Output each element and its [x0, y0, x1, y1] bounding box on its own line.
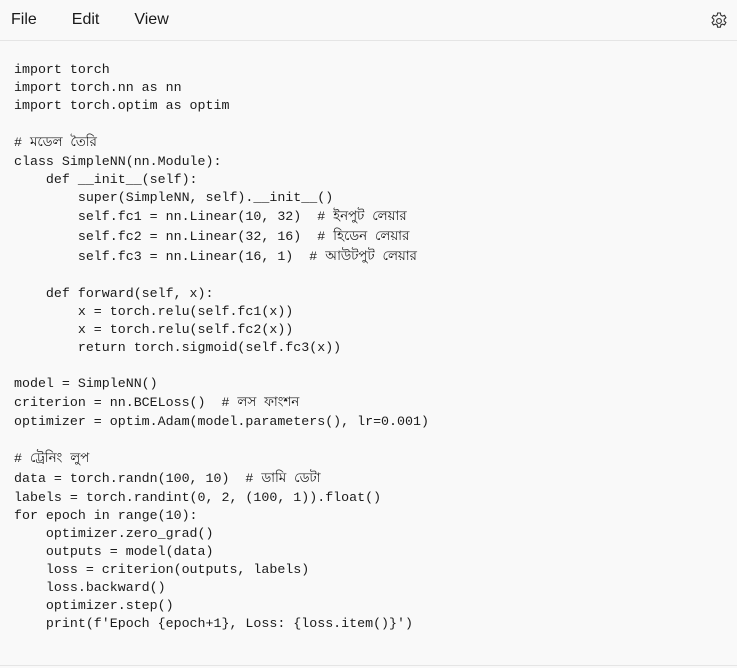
code-line: optimizer = optim.Adam(model.parameters(… [14, 414, 429, 429]
code-line: data = torch.randn(100, 10) # ডামি ডেটা [14, 471, 321, 486]
code-line: criterion = nn.BCELoss() # লস ফাংশন [14, 395, 300, 410]
code-line: optimizer.zero_grad() [14, 526, 214, 541]
code-line: self.fc1 = nn.Linear(10, 32) # ইনপুট লেয… [14, 209, 407, 224]
code-line: loss = criterion(outputs, labels) [14, 562, 310, 577]
code-line: loss.backward() [14, 580, 166, 595]
code-line [14, 431, 737, 449]
code-line: super(SimpleNN, self).__init__() [14, 190, 334, 205]
code-line: self.fc2 = nn.Linear(32, 16) # হিডেন লেয… [14, 229, 410, 244]
code-line: x = torch.relu(self.fc1(x)) [14, 304, 294, 319]
code-line: import torch.optim as optim [14, 98, 230, 113]
menu-file[interactable]: File [11, 11, 37, 28]
menu-view[interactable]: View [134, 11, 169, 28]
code-line: # ট্রেনিং লুপ [14, 451, 90, 466]
menu-edit[interactable]: Edit [71, 11, 100, 28]
code-line: return torch.sigmoid(self.fc3(x)) [14, 340, 342, 355]
code-line: x = torch.relu(self.fc2(x)) [14, 322, 294, 337]
code-line [14, 115, 737, 133]
code-line: import torch.nn as nn [14, 80, 182, 95]
text-editor[interactable]: import torch import torch.nn as nn import … [14, 61, 737, 633]
code-line [14, 267, 737, 285]
code-line: import torch [14, 62, 110, 77]
code-line: labels = torch.randint(0, 2, (100, 1)).f… [14, 490, 382, 505]
code-line: def forward(self, x): [14, 286, 214, 301]
code-line: for epoch in range(10): [14, 508, 198, 523]
code-line: # মডেল তৈরি [14, 135, 97, 150]
code-line: self.fc3 = nn.Linear(16, 1) # আউটপুট লেয… [14, 249, 417, 264]
code-line [14, 357, 737, 375]
code-line: outputs = model(data) [14, 544, 214, 559]
code-line: print(f'Epoch {epoch+1}, Loss: {loss.ite… [14, 616, 413, 631]
code-line: model = SimpleNN() [14, 376, 158, 391]
settings-gear-icon[interactable] [709, 11, 729, 31]
code-line: def __init__(self): [14, 172, 198, 187]
code-line: class SimpleNN(nn.Module): [14, 154, 222, 169]
code-line: optimizer.step() [14, 598, 174, 613]
status-divider [0, 665, 737, 668]
menu-bar: File Edit View [0, 0, 737, 41]
